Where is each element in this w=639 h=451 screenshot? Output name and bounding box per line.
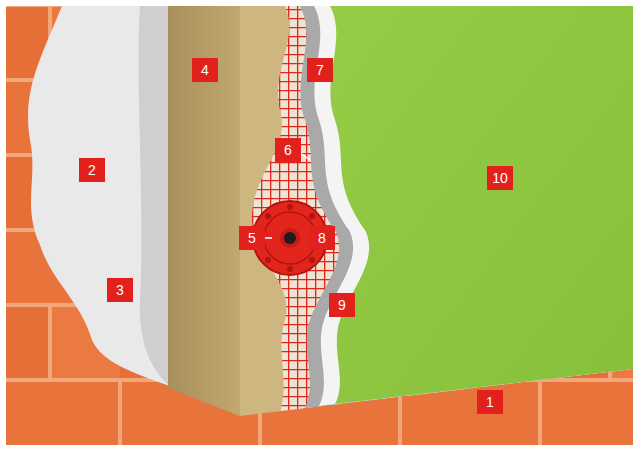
callout-number: 2 (79, 158, 105, 182)
render-finish (330, 6, 633, 404)
primer-layer (314, 6, 633, 406)
callout-number: 4 (192, 58, 218, 82)
callout-number: 6 (275, 138, 301, 162)
reinforcing-mesh (252, 6, 633, 411)
callout-number: 3 (107, 278, 133, 302)
callout-number: 9 (329, 293, 355, 317)
plaster-shadow (139, 6, 170, 386)
callout-number: 7 (307, 58, 333, 82)
callout-number: 5 (239, 226, 265, 250)
callout-number: 1 (477, 390, 503, 414)
insulation-board-side (168, 6, 240, 416)
brick-wall (6, 6, 633, 445)
callout-number: 8 (309, 226, 335, 250)
base-coat (300, 6, 633, 408)
callout-number: 10 (487, 166, 513, 190)
plaster-layer (28, 6, 170, 386)
